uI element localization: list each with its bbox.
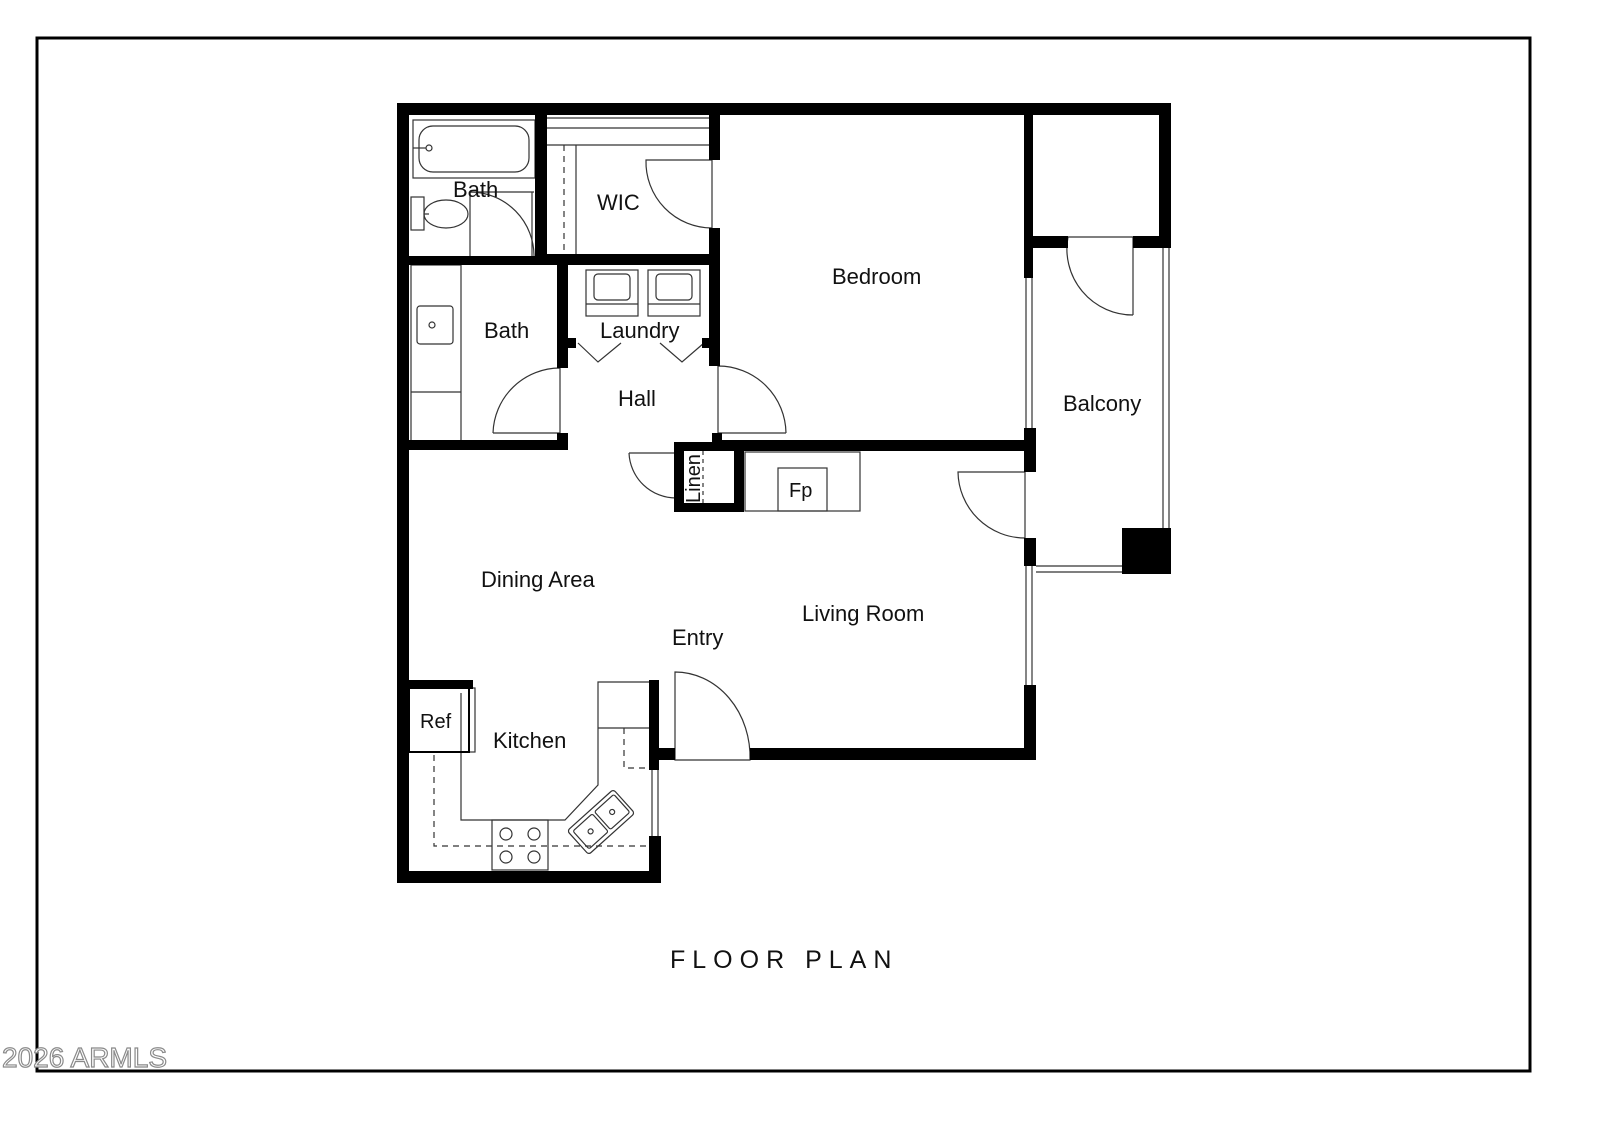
toilet-icon — [410, 196, 469, 231]
door-swing-bath-lower — [492, 367, 561, 434]
door-swing-wic — [645, 159, 713, 229]
room-label-kitchen: Kitchen — [493, 728, 566, 753]
bifold-door-laundry — [577, 342, 705, 363]
room-label-fireplace: Fp — [789, 480, 812, 502]
walls — [397, 103, 1171, 883]
stove-icon — [491, 819, 549, 871]
sink-icon — [410, 264, 462, 444]
room-label-hall: Hall — [618, 386, 656, 411]
room-label-dining: Dining Area — [481, 567, 596, 592]
door-swing-bath-upper — [469, 191, 535, 258]
kitchen-counters — [433, 681, 652, 847]
watermark: 2026 ARMLS — [2, 1042, 167, 1073]
washer-icon — [585, 269, 639, 317]
room-label-laundry: Laundry — [600, 318, 680, 343]
room-label-wic: WIC — [597, 190, 640, 215]
closet-shelf — [547, 117, 712, 258]
plan-title: FLOOR PLAN — [670, 946, 898, 974]
fireplace-icon — [744, 451, 861, 512]
room-label-bath-lower: Bath — [484, 318, 529, 343]
window-bedroom — [1025, 278, 1033, 428]
page-border — [35, 36, 1532, 1073]
balcony-post — [1122, 528, 1171, 574]
room-label-living: Living Room — [802, 601, 924, 626]
room-label-ref: Ref — [420, 711, 452, 733]
room-label-linen: Linen — [683, 454, 705, 503]
door-swing-entry — [674, 671, 751, 761]
door-swing-linen — [628, 452, 677, 499]
dryer-icon — [647, 269, 701, 317]
room-labels: Bath WIC Bedroom Bath Laundry Hall Linen… — [420, 177, 1141, 753]
balcony-railing — [1036, 248, 1170, 573]
room-label-bath-upper: Bath — [453, 177, 498, 202]
door-swing-balcony — [1066, 236, 1134, 316]
kitchen-sink-icon — [567, 790, 635, 854]
room-label-bedroom: Bedroom — [832, 264, 921, 289]
bathtub-icon — [412, 119, 536, 179]
window-kitchen — [651, 770, 659, 836]
room-label-entry: Entry — [672, 625, 723, 650]
door-swing-living-balcony — [957, 471, 1026, 539]
door-swing-bedroom — [717, 365, 787, 434]
window-living — [1025, 566, 1033, 685]
room-label-balcony: Balcony — [1063, 391, 1141, 416]
